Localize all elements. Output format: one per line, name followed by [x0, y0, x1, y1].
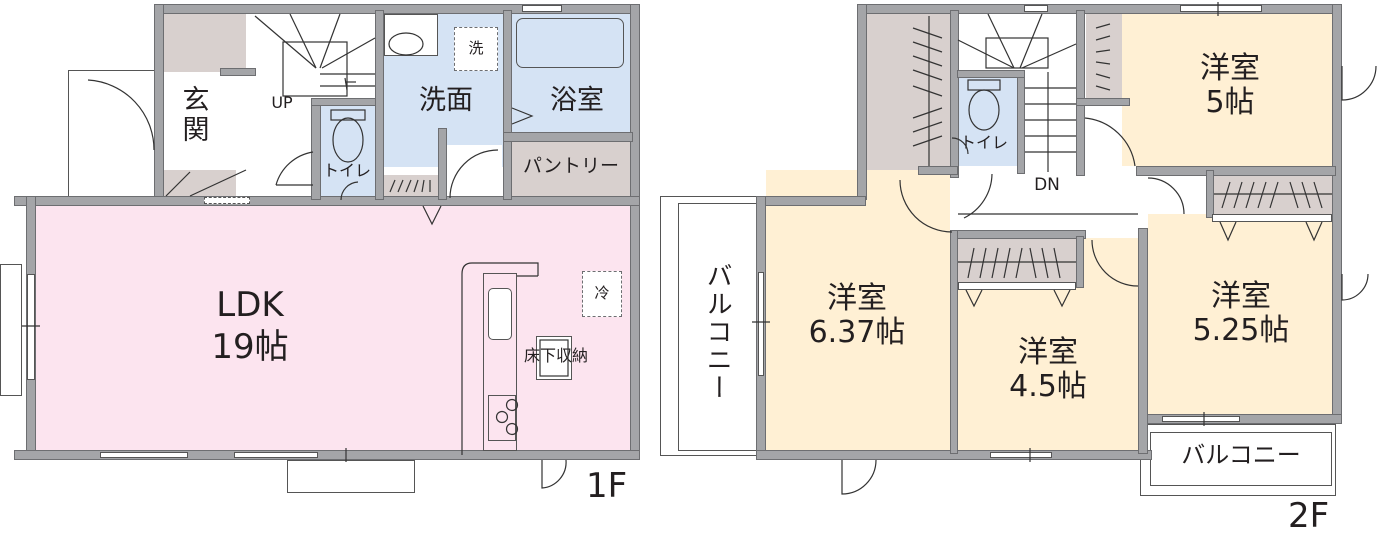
wall: [1076, 236, 1084, 288]
floor-label-1f: 1F: [586, 466, 628, 506]
balcony-southeast-inner: [1150, 432, 1332, 486]
wall: [957, 70, 1025, 78]
window[interactable]: [1162, 416, 1240, 422]
ldk-size-label: 19帖: [211, 327, 289, 367]
balcony-west-label: バルコニー: [702, 262, 733, 402]
washer-label: 洗: [468, 39, 484, 57]
wall: [1076, 98, 1130, 106]
fridge-label: 冷: [594, 284, 610, 302]
bathroom-label: 浴室: [550, 85, 604, 116]
wall: [756, 196, 866, 206]
bay-window-bottom: [287, 460, 415, 493]
window[interactable]: [204, 197, 250, 204]
fridge-space: [582, 271, 622, 317]
toilet-2f: [957, 78, 1017, 166]
wall: [14, 196, 640, 206]
wall: [1017, 70, 1025, 174]
entrance: [164, 72, 244, 170]
shoe-closet: [164, 12, 246, 72]
wall: [375, 10, 384, 200]
room-east-label: 洋室 5.25帖: [1192, 279, 1290, 348]
bathtub: [516, 18, 624, 68]
washroom-label: 洗面: [419, 85, 473, 116]
room-northeast: [1122, 12, 1332, 166]
wall: [1206, 170, 1214, 218]
window[interactable]: [522, 5, 562, 12]
room-northeast-label: 洋室 5帖: [1200, 51, 1260, 120]
wall: [1136, 166, 1336, 176]
window[interactable]: [990, 452, 1052, 458]
washer-space: [454, 27, 498, 71]
pantry: [512, 142, 630, 198]
wall: [1076, 10, 1085, 176]
toilet-label-2f: トイレ: [959, 133, 1008, 152]
wall: [918, 166, 958, 175]
wall: [857, 4, 867, 200]
room-center-label: 洋室 4.5帖: [1009, 335, 1087, 404]
balcony-west-inner: [678, 203, 760, 451]
window[interactable]: [27, 274, 35, 380]
window[interactable]: [100, 452, 188, 458]
closet-center: [958, 238, 1078, 282]
room-east: [1148, 214, 1332, 420]
window[interactable]: [1212, 214, 1332, 222]
wall: [438, 128, 447, 200]
entrance-label: 玄 関: [182, 85, 210, 147]
window[interactable]: [958, 282, 1076, 290]
wall: [857, 4, 1341, 14]
bay-window-left: [0, 264, 22, 396]
window[interactable]: [1024, 5, 1048, 12]
wall: [950, 230, 958, 454]
floor-label-2f: 2F: [1288, 496, 1330, 536]
ldk-name-label: LDK: [216, 285, 284, 325]
walk-in-closet: [866, 12, 950, 170]
wall: [950, 10, 959, 178]
wall: [950, 230, 1086, 239]
wall: [1138, 228, 1148, 454]
toilet-label-1f: トイレ: [322, 161, 371, 180]
wall: [503, 10, 512, 200]
pantry-label: パントリー: [523, 155, 619, 177]
stairs-up-label: UP: [271, 93, 293, 112]
window[interactable]: [1180, 5, 1262, 12]
balcony-southeast-label: バルコニー: [1181, 441, 1301, 469]
stairs-dn-label: DN: [1034, 175, 1060, 195]
wall: [503, 132, 633, 142]
window[interactable]: [758, 272, 764, 376]
wall: [14, 450, 640, 460]
window[interactable]: [234, 452, 318, 458]
room-west-label: 洋室 6.37帖: [808, 281, 906, 350]
wall: [220, 68, 256, 76]
closet-east: [1212, 176, 1332, 214]
wall: [1332, 4, 1342, 424]
